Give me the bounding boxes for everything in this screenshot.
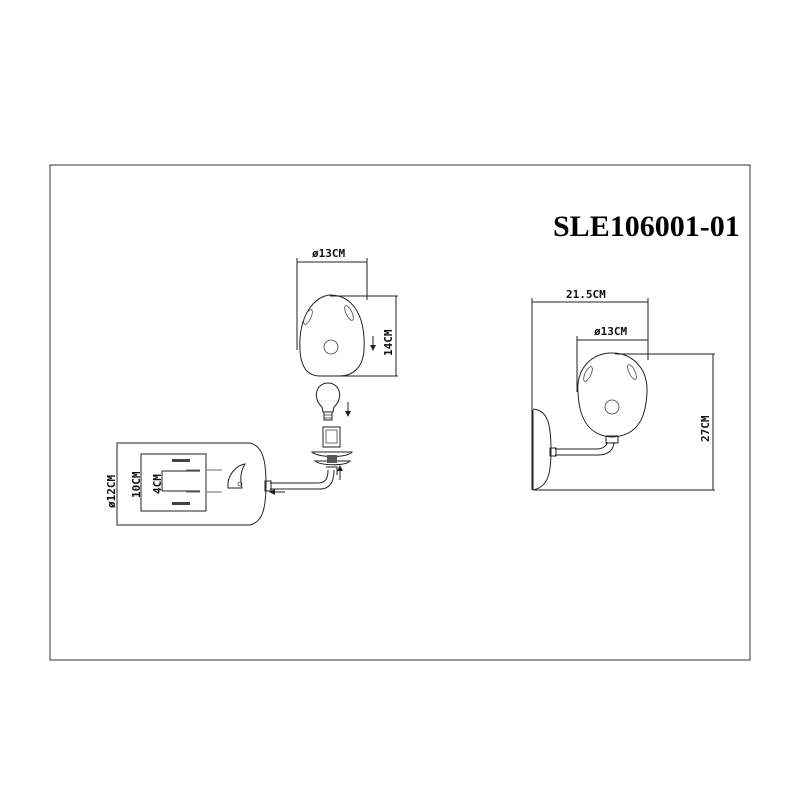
sheet-frame	[49, 164, 751, 661]
arm	[264, 469, 335, 492]
arrow-left-icon	[269, 489, 285, 495]
assembled-backplate	[532, 408, 552, 491]
arrow-up-icon	[337, 465, 343, 480]
backplate	[116, 442, 267, 526]
dimension-mount-outer: 10CM	[130, 471, 143, 498]
bulb	[315, 382, 341, 421]
dim-label: ø12CM	[105, 475, 118, 508]
dim-label: 27CM	[699, 415, 712, 442]
dim-label: 4CM	[151, 474, 164, 494]
dim-label: ø13CM	[312, 247, 345, 260]
dim-label: 21.5CM	[566, 288, 606, 301]
dimension-shade-diameter: ø13CM	[296, 247, 368, 350]
assembled-arm	[549, 441, 615, 457]
dimension-assembled-shade-diameter: ø13CM	[576, 325, 648, 392]
model-number: SLE106001-01	[553, 210, 740, 243]
dimension-height: 27CM	[533, 353, 715, 491]
arrow-down-icon	[345, 402, 351, 417]
socket-assembly	[310, 426, 353, 475]
arrow-down-icon	[370, 336, 376, 351]
exploded-shade	[299, 294, 365, 377]
dimension-shade-height: 14CM	[330, 295, 398, 377]
dim-label: 10CM	[130, 471, 143, 498]
dimension-projection: 21.5CM	[531, 288, 649, 490]
dimension-backplate-diameter: ø12CM	[105, 443, 118, 525]
assembled-shade	[577, 352, 648, 444]
dim-label: ø13CM	[594, 325, 627, 338]
dimension-mount-inner: 4CM	[151, 474, 164, 494]
dim-label: 14CM	[382, 329, 395, 356]
